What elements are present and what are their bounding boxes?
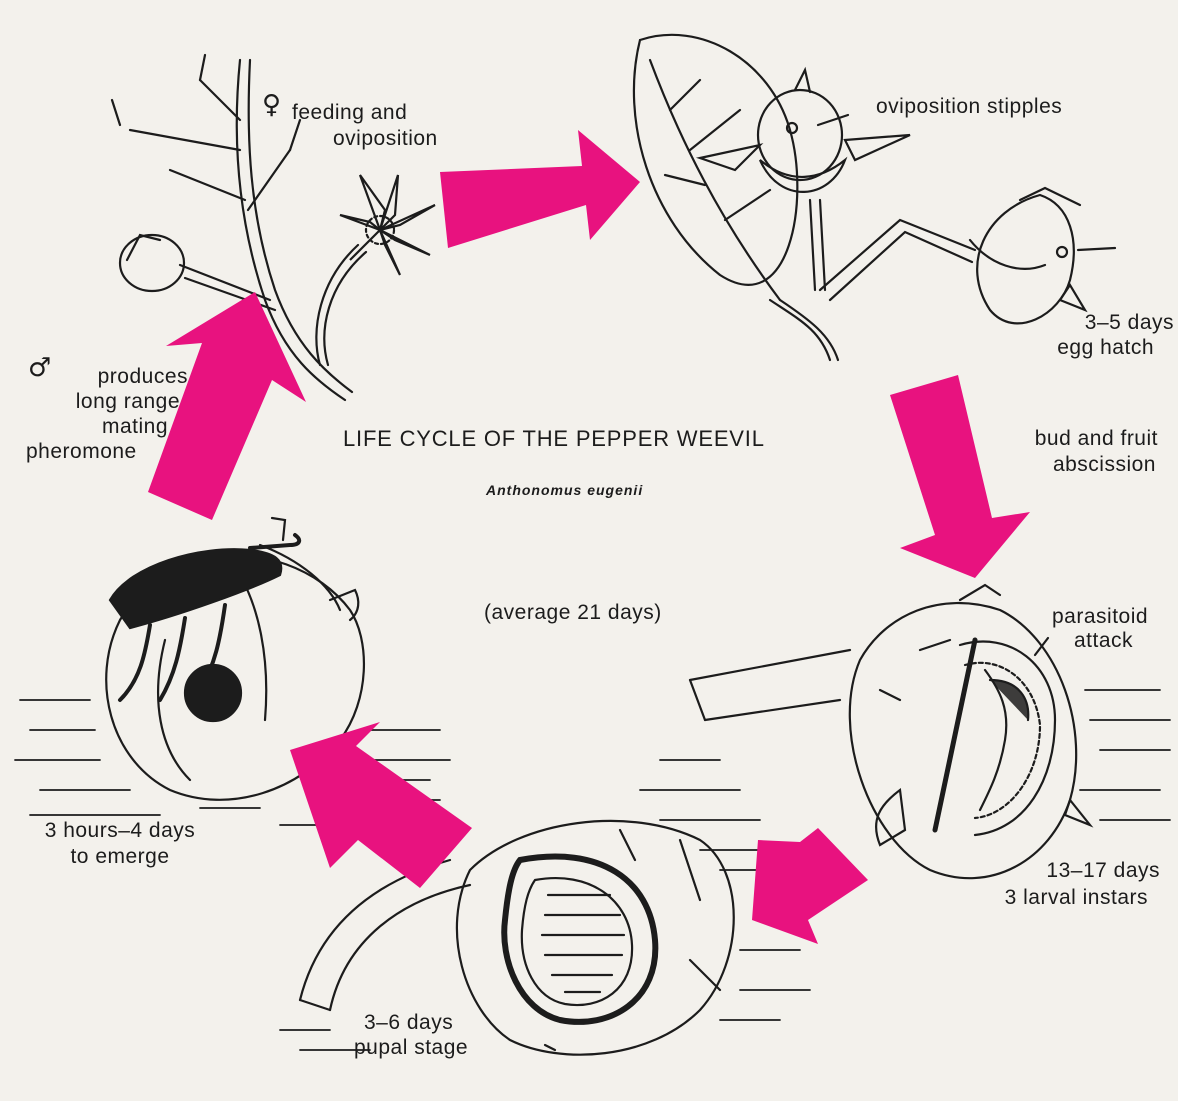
- larval-fruit-illustration: [690, 585, 1090, 878]
- male-label-line3: mating: [30, 414, 168, 439]
- egg-days-label: 3–5 days: [1030, 310, 1174, 335]
- male-label-line1: produces: [40, 364, 188, 389]
- parasitoid-label-line1: parasitoid: [1052, 604, 1148, 629]
- male-label-line2: long range: [30, 389, 180, 414]
- feeding-label-line1: feeding and: [292, 100, 407, 125]
- parasitoid-label-line2: attack: [1074, 628, 1133, 653]
- arrow-flower-to-fruit: [440, 130, 640, 248]
- arrow-larva-to-pupa: [752, 828, 868, 944]
- feeding-label-line2: oviposition: [333, 126, 438, 151]
- diagram-title: LIFE CYCLE OF THE PEPPER WEEVIL: [343, 426, 765, 451]
- larval-days-label: 13–17 days: [960, 858, 1160, 883]
- arrow-pupa-to-adult: [290, 722, 472, 888]
- emerge-label-line1: 3 hours–4 days: [20, 818, 220, 843]
- pupal-days-label: 3–6 days: [364, 1010, 453, 1035]
- species-name: Anthonomus eugenii: [486, 478, 643, 503]
- average-duration-label: (average 21 days): [484, 600, 662, 625]
- emerge-label-line2: to emerge: [20, 844, 220, 869]
- pupal-stage-label: pupal stage: [354, 1035, 468, 1060]
- oviposition-stipples-label: oviposition stipples: [876, 94, 1062, 119]
- larval-instars-label: 3 larval instars: [940, 885, 1148, 910]
- bud-abscission-label-line1: bud and fruit: [990, 426, 1158, 451]
- bud-abscission-label-line2: abscission: [990, 452, 1156, 477]
- male-label-line4: pheromone: [26, 439, 137, 464]
- female-symbol: ♀: [262, 93, 282, 118]
- egg-hatch-label: egg hatch: [1030, 335, 1154, 360]
